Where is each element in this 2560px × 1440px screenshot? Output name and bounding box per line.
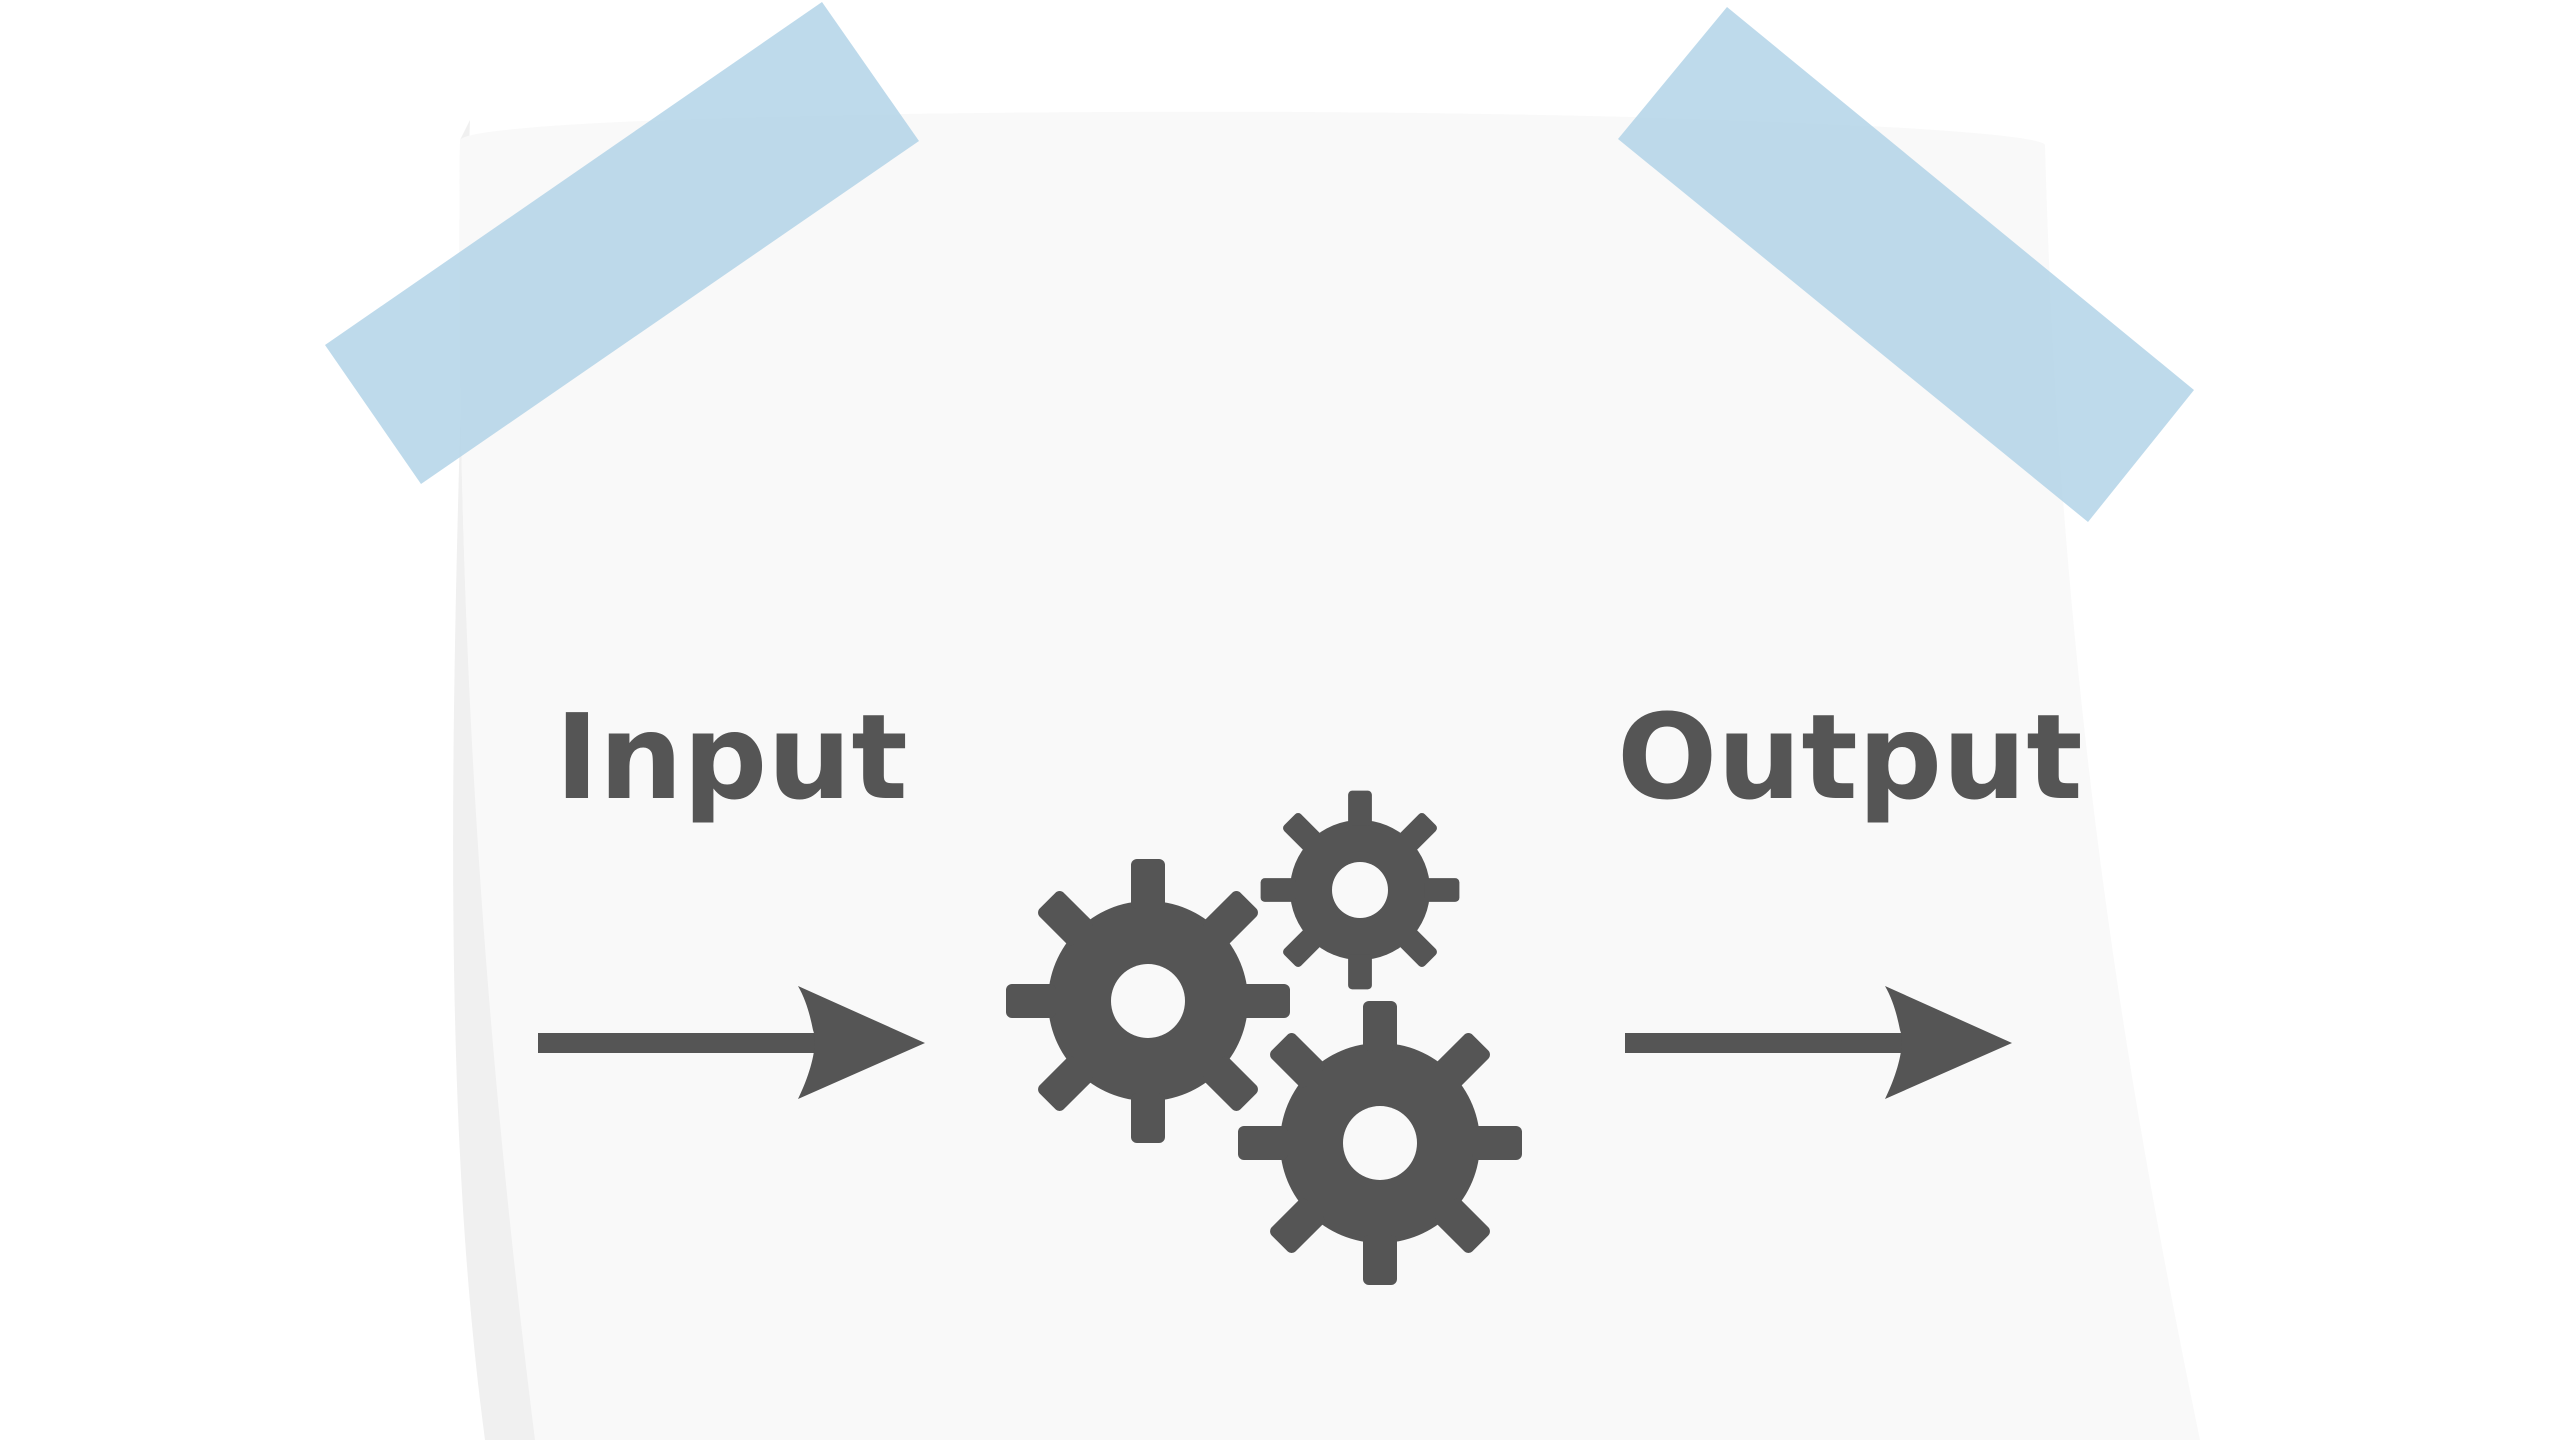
tape-strip-right <box>1618 7 2194 522</box>
gear-hole <box>1111 964 1185 1038</box>
output-label: Output <box>1617 688 2083 826</box>
paper-sheet <box>459 111 2200 1440</box>
arrow-right-icon <box>538 986 925 1099</box>
paper-shadow <box>453 120 540 1440</box>
gear-hole <box>1343 1106 1417 1180</box>
tape-strip-left <box>325 2 919 484</box>
input-label: Input <box>555 688 908 826</box>
gear-hole <box>1332 862 1388 918</box>
arrow-right-icon <box>1625 986 2012 1099</box>
gears-icon <box>1006 790 1522 1285</box>
